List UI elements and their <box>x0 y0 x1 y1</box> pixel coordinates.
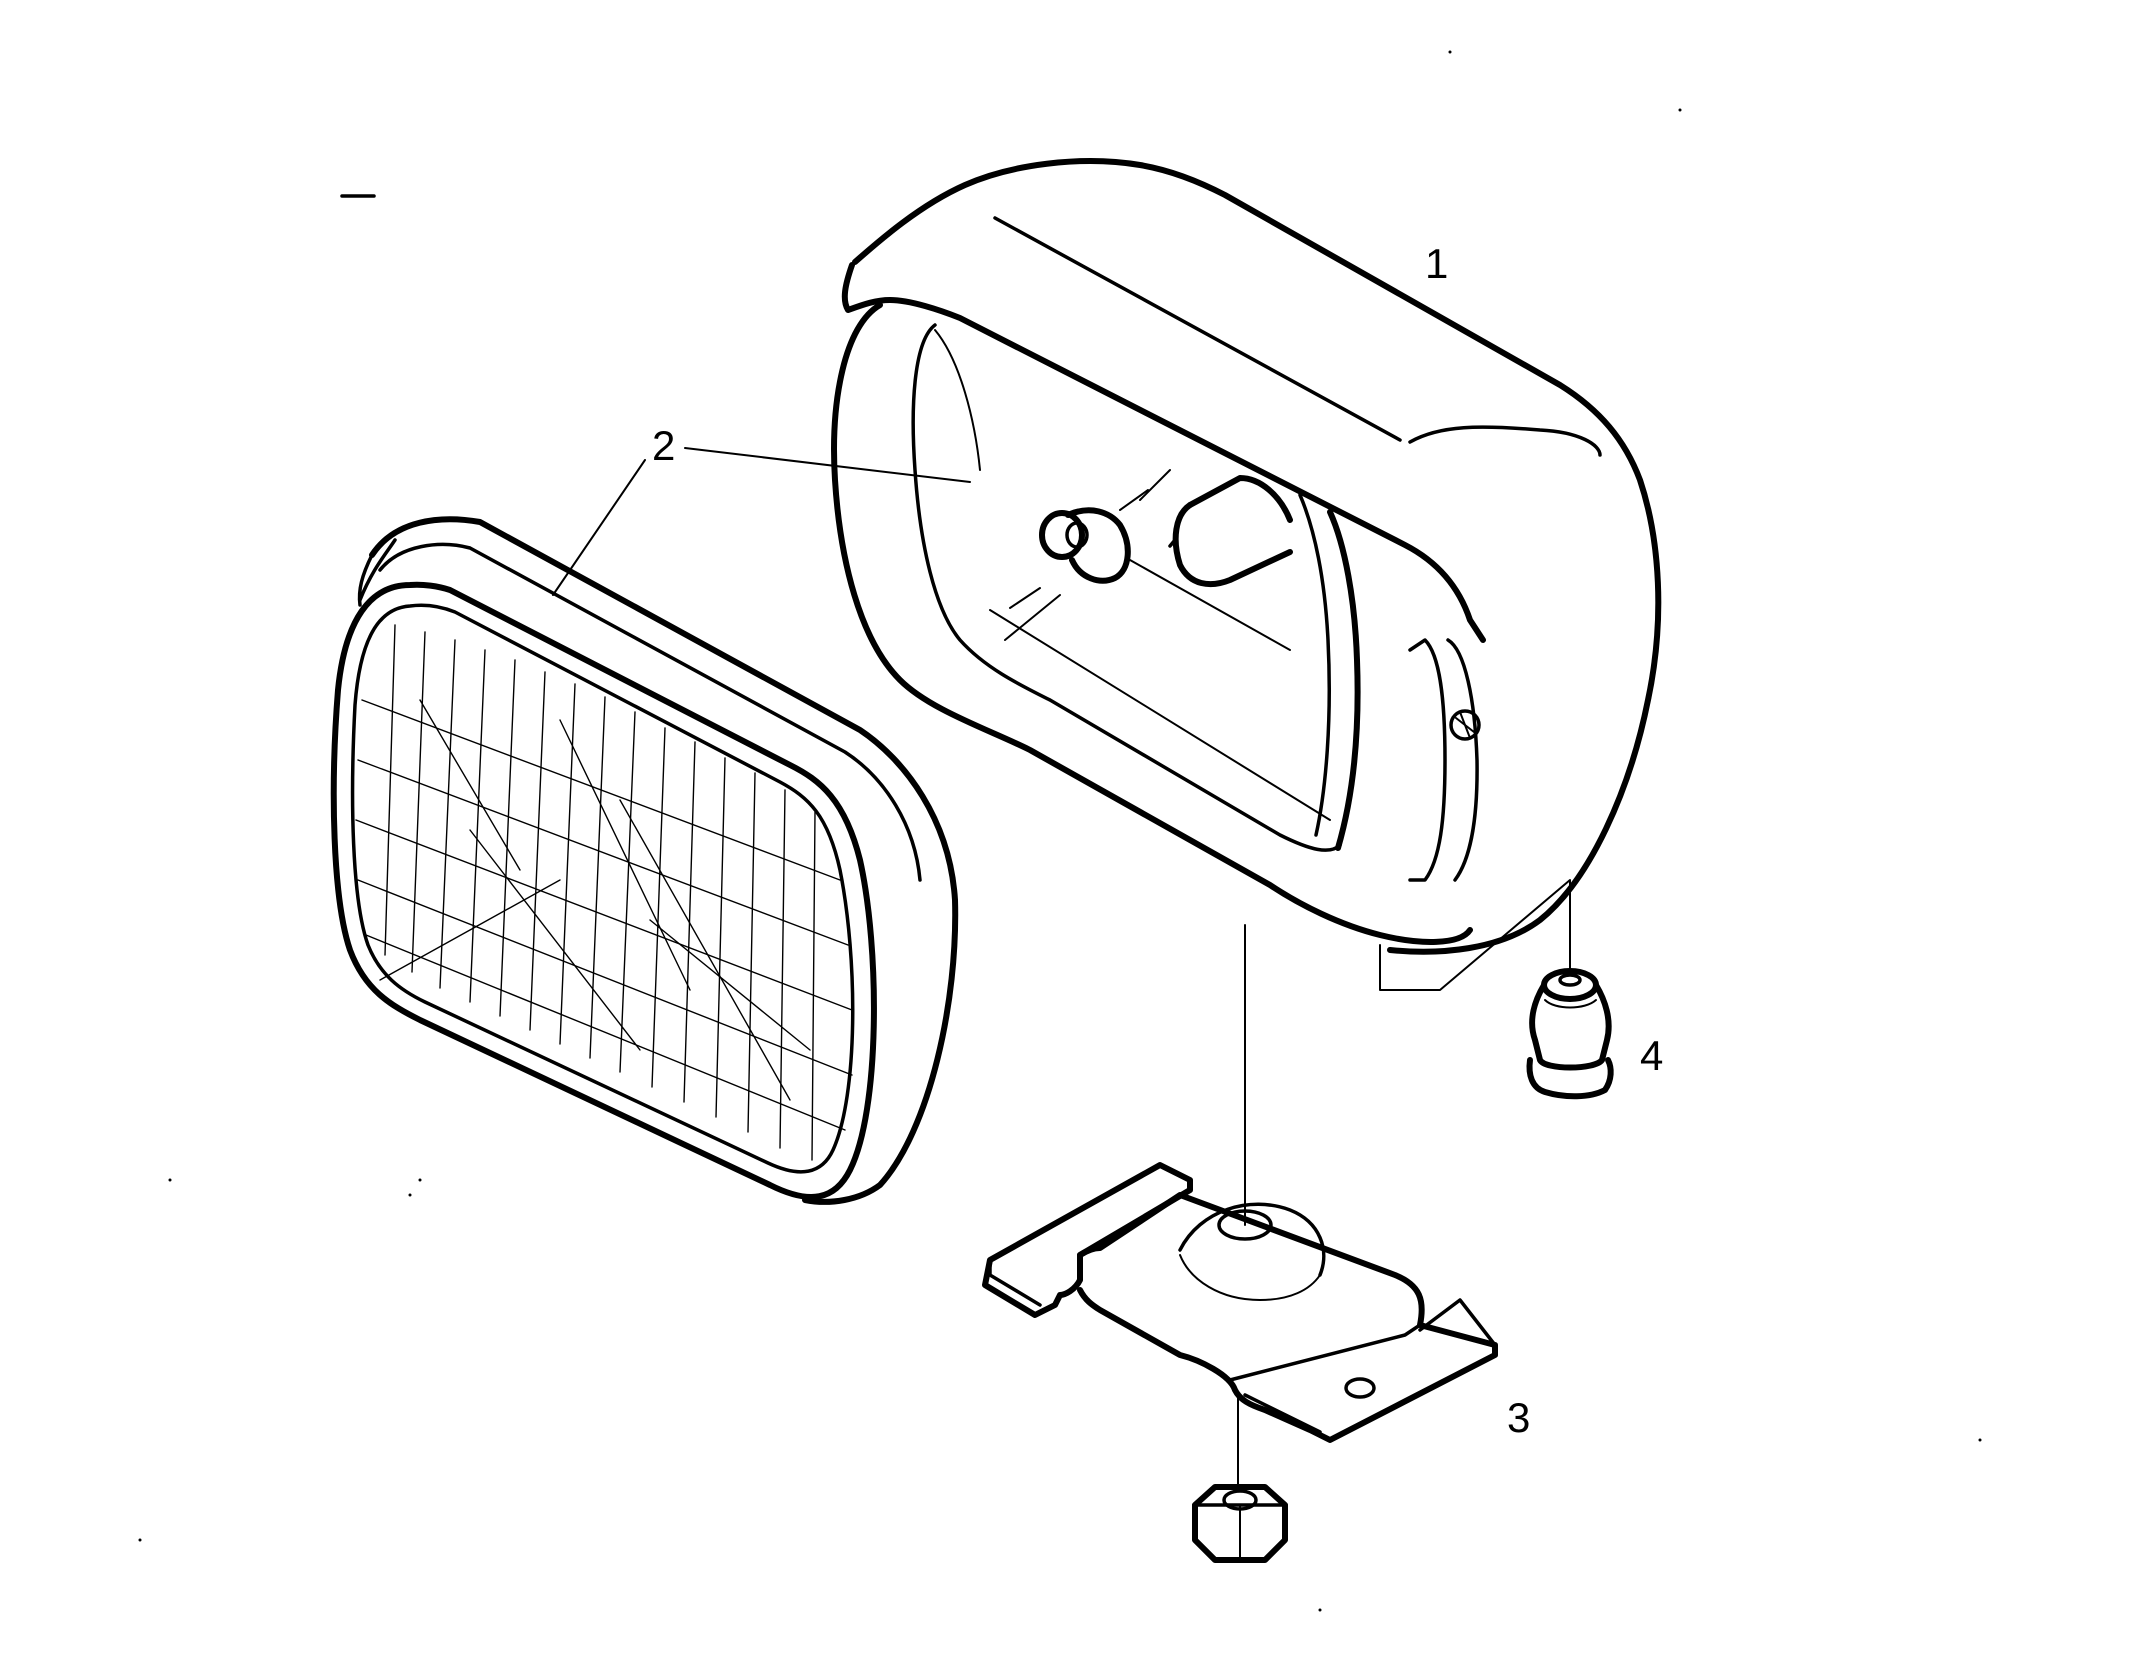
lens-assembly <box>330 516 959 1205</box>
leader-line-2b <box>552 459 646 596</box>
callout-1: 1 <box>1425 240 1448 287</box>
callout-3: 3 <box>1507 1394 1530 1441</box>
leader-line-2a <box>684 447 971 483</box>
scan-speckles <box>138 50 1982 1612</box>
lens-prism-grid <box>355 624 853 1161</box>
grommet <box>1526 968 1614 1100</box>
leader-line-4 <box>1379 879 1571 991</box>
lamp-housing <box>831 158 1662 955</box>
bulb <box>1168 475 1293 588</box>
hex-nut <box>1192 1484 1288 1563</box>
adjuster-screw-icon <box>1449 709 1481 741</box>
callout-2: 2 <box>652 422 675 469</box>
callout-4: 4 <box>1640 1032 1663 1079</box>
bulb-socket <box>1039 507 1131 584</box>
mounting-bracket <box>982 1162 1498 1443</box>
